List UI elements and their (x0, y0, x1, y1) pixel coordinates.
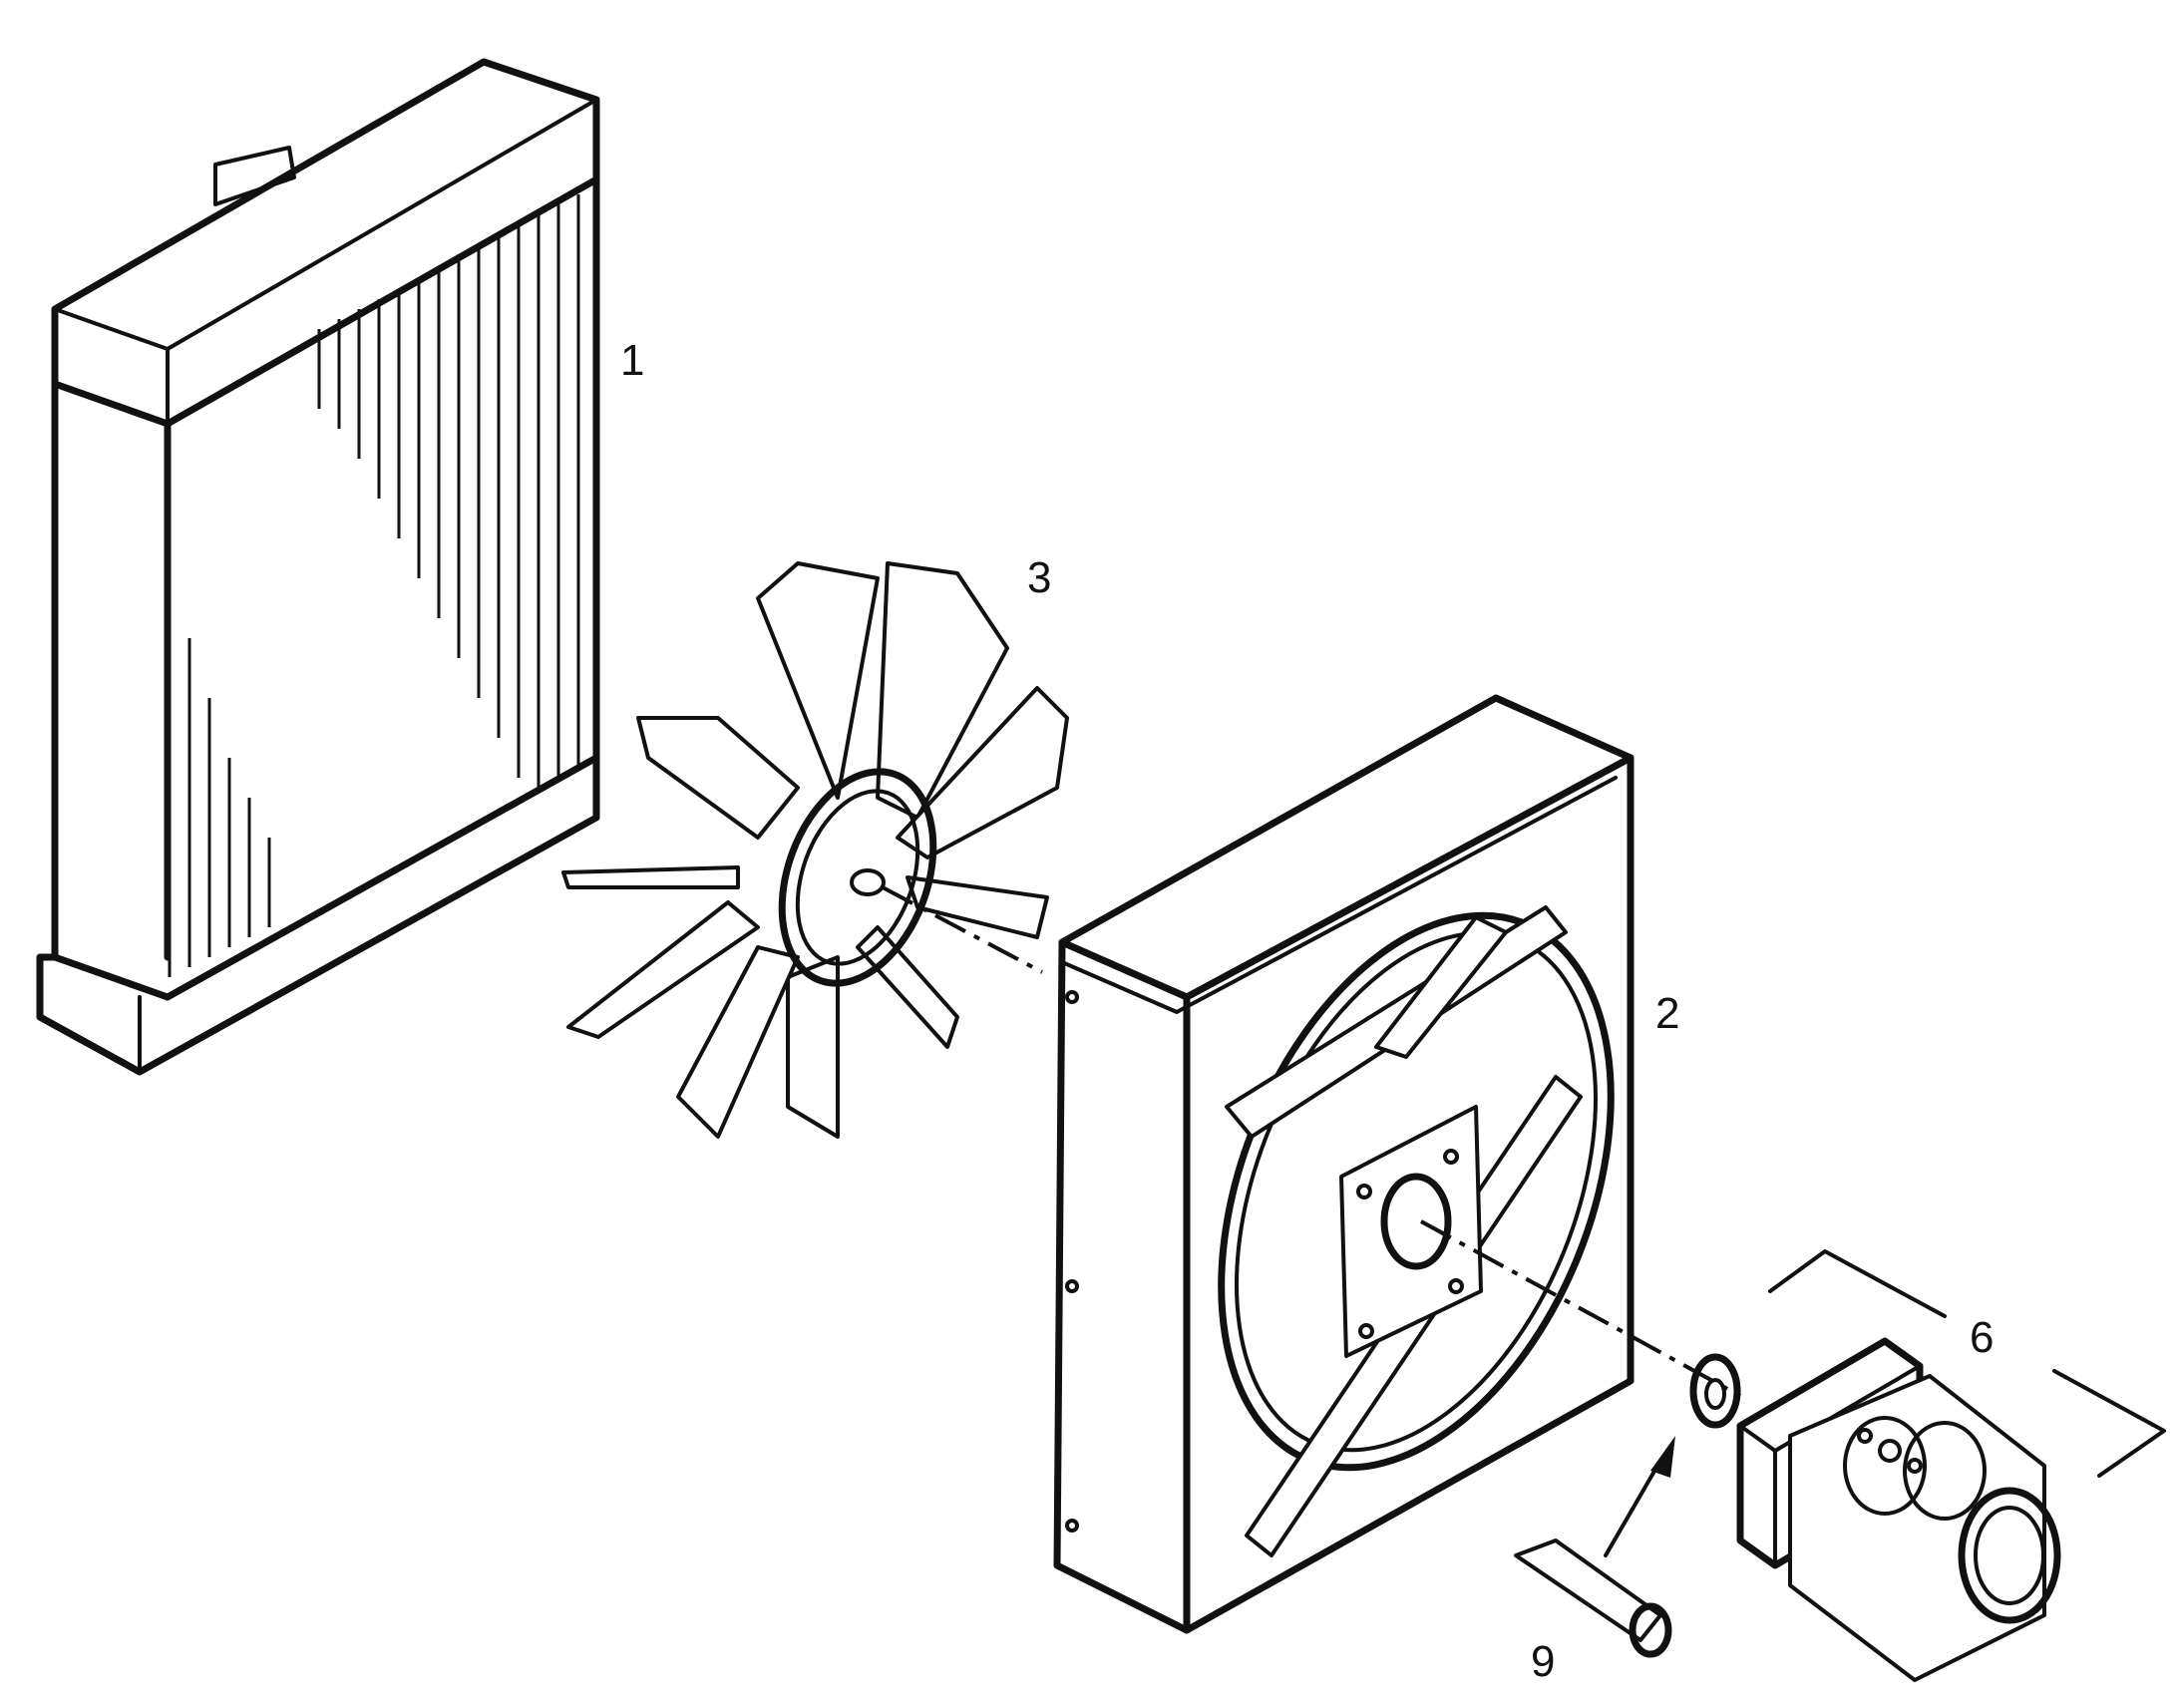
callout-label-9: 9 (1531, 1637, 1556, 1686)
callout-label-3: 3 (1027, 553, 1052, 602)
radiator-fins (168, 194, 580, 977)
callout-label-2: 2 (1655, 989, 1680, 1038)
shroud-part (1053, 694, 1635, 1634)
assembly-axis (882, 885, 1741, 1557)
motor-bracket (1768, 1249, 2166, 1478)
motor-part (1736, 1337, 2061, 1682)
callout-label-1: 1 (620, 336, 645, 385)
key-part (1514, 1538, 1672, 1658)
radiator-part (36, 58, 600, 1076)
callout-label-6: 6 (1970, 1313, 1995, 1362)
washer-part (1689, 1353, 1741, 1429)
fan-part (561, 561, 1069, 1139)
